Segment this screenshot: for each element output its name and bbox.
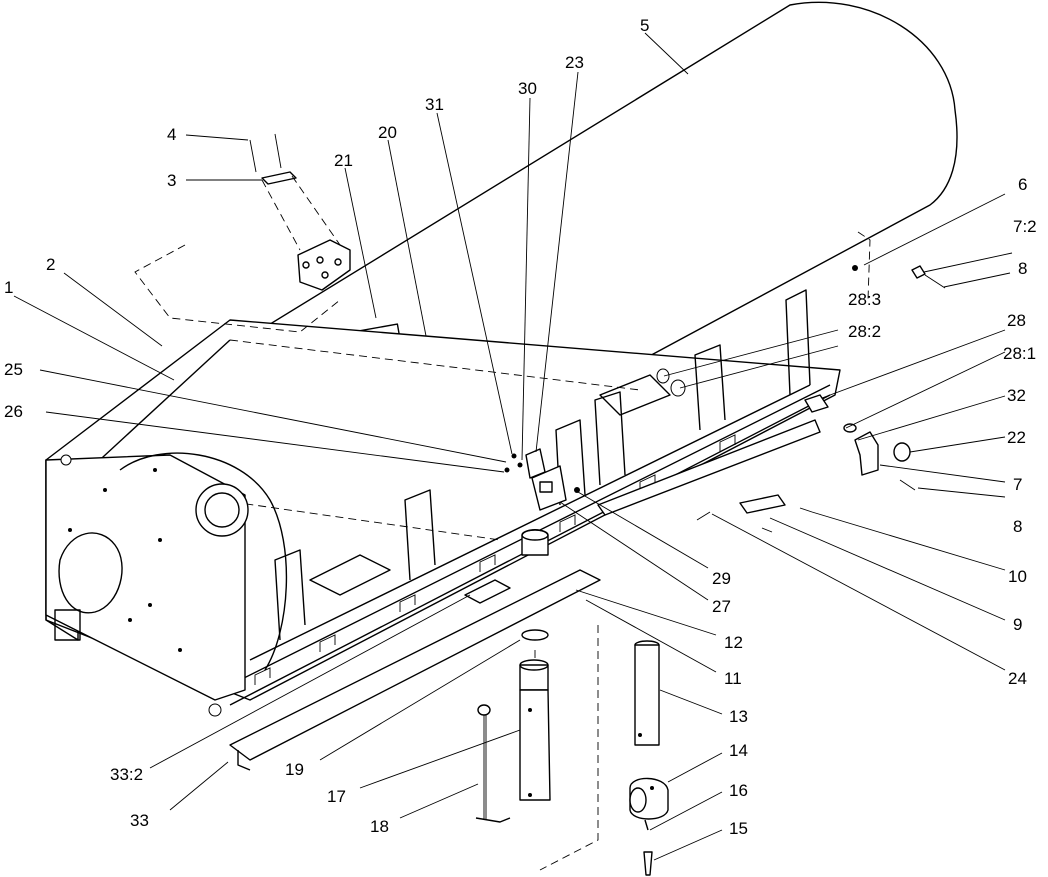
callout-2: 2 bbox=[46, 255, 55, 274]
callout-19: 19 bbox=[285, 760, 304, 779]
callout-16: 16 bbox=[729, 781, 748, 800]
callout-14: 14 bbox=[729, 741, 748, 760]
callout-6: 6 bbox=[1018, 175, 1027, 194]
callout-labels: 1 2 3 4 5 6 7:2 8 28 28:1 28:2 28:3 32 2… bbox=[4, 16, 1037, 838]
leader-lines bbox=[13, 32, 1013, 861]
callout-32: 32 bbox=[1007, 386, 1026, 405]
callout-24: 24 bbox=[1008, 669, 1027, 688]
callout-28: 28 bbox=[1007, 311, 1026, 330]
callout-7-2: 7:2 bbox=[1013, 217, 1037, 236]
callout-8-top: 8 bbox=[1018, 259, 1027, 278]
callout-31: 31 bbox=[425, 95, 444, 114]
rail-assembly bbox=[229, 419, 821, 771]
callout-28-1: 28:1 bbox=[1003, 344, 1036, 363]
callout-13: 13 bbox=[729, 707, 748, 726]
callout-30: 30 bbox=[518, 79, 537, 98]
callout-18: 18 bbox=[370, 817, 389, 836]
callout-5: 5 bbox=[640, 16, 649, 35]
end-plate bbox=[45, 452, 288, 717]
callout-28-3: 28:3 bbox=[848, 290, 881, 309]
center-hardware bbox=[504, 448, 711, 521]
callout-15: 15 bbox=[729, 819, 748, 838]
callout-12: 12 bbox=[724, 633, 743, 652]
callout-33-2: 33:2 bbox=[110, 765, 143, 784]
callout-22: 22 bbox=[1007, 428, 1026, 447]
callout-10: 10 bbox=[1008, 567, 1027, 586]
top-bracket bbox=[134, 133, 351, 333]
callout-21: 21 bbox=[334, 151, 353, 170]
callout-33: 33 bbox=[130, 811, 149, 830]
callout-3: 3 bbox=[167, 171, 176, 190]
callout-25: 25 bbox=[4, 360, 23, 379]
callout-28-2: 28:2 bbox=[848, 322, 881, 341]
caster-assembly bbox=[539, 625, 669, 876]
callout-17: 17 bbox=[327, 787, 346, 806]
callout-9: 9 bbox=[1013, 615, 1022, 634]
callout-1: 1 bbox=[4, 278, 13, 297]
callout-29: 29 bbox=[712, 569, 731, 588]
callout-8-bottom: 8 bbox=[1013, 517, 1022, 536]
callout-11: 11 bbox=[724, 669, 742, 688]
callout-26: 26 bbox=[4, 402, 23, 421]
stand-tube bbox=[475, 529, 551, 823]
right-hardware bbox=[656, 231, 946, 533]
callout-4: 4 bbox=[167, 125, 176, 144]
callout-27: 27 bbox=[712, 597, 731, 616]
callout-23: 23 bbox=[565, 53, 584, 72]
callout-7: 7 bbox=[1013, 475, 1022, 494]
callout-20: 20 bbox=[378, 123, 397, 142]
